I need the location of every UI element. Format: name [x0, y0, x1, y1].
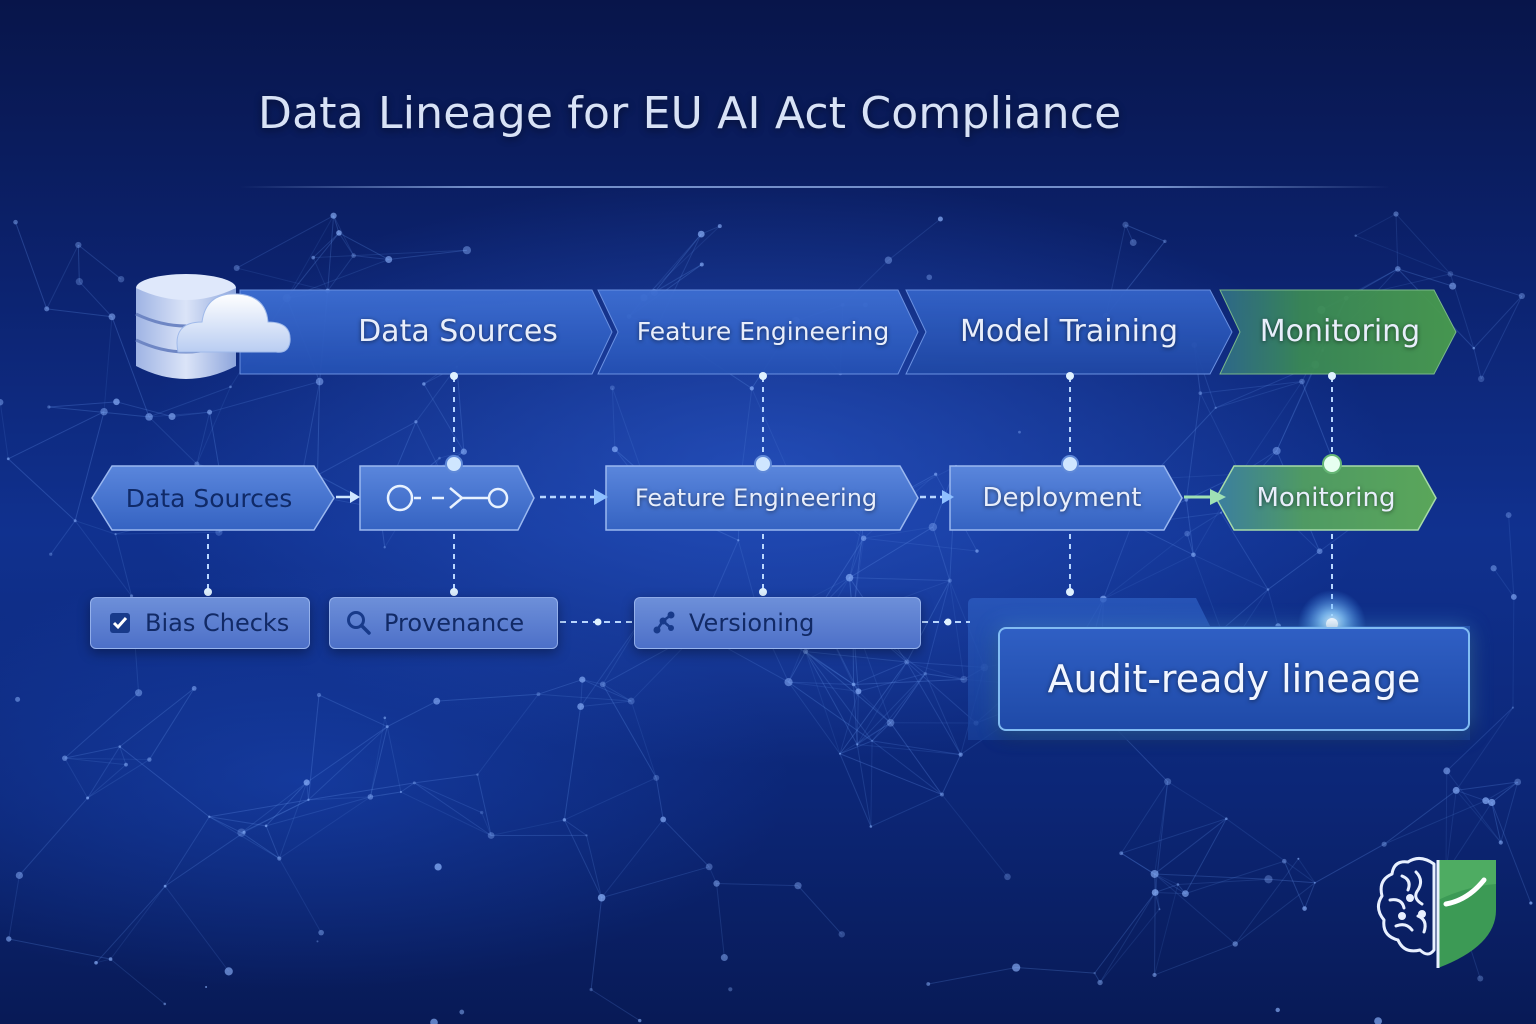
top-stage-data-sources-shape: [239, 289, 613, 375]
governance-link-dot: [594, 618, 602, 626]
audit-ready-lineage-label: Audit-ready lineage: [1047, 657, 1421, 701]
bias-checks-tag: Bias Checks: [90, 597, 310, 649]
mid-stage-deployment-shape: [949, 465, 1183, 531]
magnifier-icon: [346, 610, 372, 636]
mid-to-bottom-connectors: [207, 534, 1333, 616]
mid-node-dots: [445, 454, 1342, 474]
database-cloud-icon: [135, 274, 291, 379]
title-divider: [240, 186, 1390, 188]
mid-flow-arrows: [336, 489, 1226, 505]
top-stage-data-sources: Data Sources: [358, 313, 558, 349]
top-pipeline: [239, 289, 1457, 375]
bottom-connector-dots: [204, 588, 1074, 596]
versioning-tag: Versioning: [634, 597, 921, 649]
checkbox-icon: [107, 610, 133, 636]
mid-stage-feature-engineering-shape: [605, 465, 919, 531]
top-stage-feature-engineering: Feature Engineering: [636, 316, 890, 346]
shield-icon: [1436, 860, 1496, 968]
top-stage-model-training-shape: [905, 289, 1233, 375]
governance-link-dot: [944, 618, 952, 626]
brain-icon: [1377, 857, 1436, 956]
provenance-tag: Provenance: [329, 597, 558, 649]
mid-pipeline: [91, 465, 1437, 531]
network-lines: [0, 213, 1532, 1022]
bias-checks-label: Bias Checks: [145, 609, 290, 637]
branch-icon: [651, 610, 677, 636]
top-stage-monitoring-shape: [1219, 289, 1457, 375]
mid-stage-data-sources: Data Sources: [125, 483, 293, 513]
top-to-mid-connectors: [453, 377, 1333, 462]
mid-stage-monitoring: Monitoring: [1256, 483, 1396, 513]
mid-stage-connector: [360, 474, 520, 522]
top-stage-feature-engineering-shape: [597, 289, 919, 375]
page-title: Data Lineage for EU AI Act Compliance: [258, 88, 1122, 139]
brain-shield-logo: [1377, 857, 1496, 968]
connector-dots: [450, 372, 1336, 380]
pipeline-connector-icon: [386, 484, 509, 512]
mid-stage-data-sources-shape: [91, 465, 335, 531]
mid-stage-deployment: Deployment: [982, 483, 1142, 513]
versioning-label: Versioning: [689, 609, 815, 637]
mid-stage-connector-shape: [359, 465, 535, 531]
top-stage-monitoring: Monitoring: [1259, 313, 1421, 349]
top-stage-model-training: Model Training: [960, 313, 1178, 349]
audit-ready-lineage-card: Audit-ready lineage: [998, 627, 1470, 731]
provenance-label: Provenance: [384, 609, 525, 637]
mid-stage-feature-engineering: Feature Engineering: [634, 484, 878, 512]
